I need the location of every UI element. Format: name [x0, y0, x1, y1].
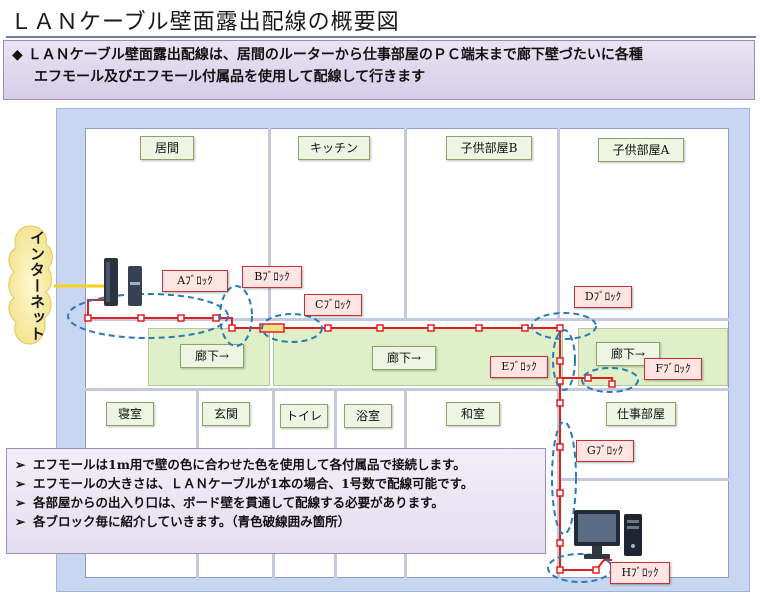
- wall-workroom-inner: [560, 478, 729, 481]
- note-item: ➢ 各ブロック毎に紹介していきます。（青色破線囲み箇所）: [15, 512, 537, 531]
- note-bullet: ➢: [15, 457, 26, 472]
- note-text: 各部屋からの出入り口は、ボード壁を貫通して配線する必要があります。: [33, 495, 444, 510]
- note-item: ➢ 各部屋からの出入り口は、ボード壁を貫通して配線する必要があります。: [15, 493, 537, 512]
- cloud-icon: [8, 225, 53, 345]
- note-text: エフモールは1m用で壁の色に合わせた色を使用して各付属品で接続します。: [33, 457, 466, 472]
- room-workroom-label: 仕事部屋: [606, 402, 676, 426]
- title-divider: [6, 36, 756, 38]
- wall-living-kitchen: [268, 128, 271, 320]
- room-entrance-label: 玄関: [202, 402, 250, 426]
- block-h-label: Hﾌﾞﾛｯｸ: [610, 562, 670, 584]
- note-item: ➢ エフモールは1m用で壁の色に合わせた色を使用して各付属品で接続します。: [15, 455, 537, 474]
- note-bullet: ➢: [15, 514, 26, 529]
- room-bedroom-label: 寝室: [106, 402, 154, 426]
- lan-cable: [88, 317, 596, 571]
- note-bullet: ➢: [15, 495, 26, 510]
- room-japanese-label: 和室: [446, 402, 500, 426]
- page-title: ＬＡＮケーブル壁面露出配線の概要図: [10, 10, 400, 35]
- room-living-label: 居間: [140, 136, 194, 160]
- notes-box: ➢ エフモールは1m用で壁の色に合わせた色を使用して各付属品で接続します。 ➢ エフ…: [6, 448, 546, 554]
- monitor-icon: [574, 510, 620, 559]
- wall-japanese-workroom: [557, 391, 560, 578]
- router-icon: [104, 258, 142, 306]
- block-dashed-outlines: [67, 285, 639, 583]
- wall-upper-corridor: [85, 318, 729, 321]
- wall-lower-corridor: [85, 388, 729, 391]
- note-text: 各ブロック毎に紹介していきます。（青色破線囲み箇所）: [33, 514, 351, 529]
- room-kitchen-label: キッチン: [298, 136, 370, 160]
- room-childa-label: 子供部屋A: [598, 138, 684, 162]
- cable-joints: [84, 314, 616, 574]
- room-toilet-label: トイレ: [280, 404, 328, 428]
- note-bullet: ➢: [15, 476, 26, 491]
- block-a-label: Aﾌﾞﾛｯｸ: [162, 270, 228, 292]
- block-e-label: Eﾌﾞﾛｯｸ: [490, 356, 548, 378]
- block-c-label: Cﾌﾞﾛｯｸ: [304, 294, 362, 316]
- corridor-left-label: 廊下→: [180, 344, 244, 368]
- pc-tower-icon: [624, 514, 642, 556]
- intro-text-1: ＬＡＮケーブル壁面露出配線は、居間のルーターから仕事部屋のＰＣ端末まで廊下壁づた…: [27, 47, 643, 63]
- intro-line-2: エフモール及びエフモール付属品を使用して配線して行きます: [34, 69, 426, 85]
- note-text: エフモールの大きさは、ＬＡＮケーブルが1本の場合、1号数で配線可能です。: [33, 476, 474, 491]
- internet-label: インターネット: [28, 230, 46, 342]
- corridor-center-label: 廊下→: [372, 346, 436, 370]
- room-bath-label: 浴室: [344, 404, 392, 428]
- note-item: ➢ エフモールの大きさは、ＬＡＮケーブルが1本の場合、1号数で配線可能です。: [15, 474, 537, 493]
- block-g-label: Gﾌﾞﾛｯｸ: [576, 440, 634, 462]
- wall-kitchen-childb: [404, 128, 407, 320]
- wall-childb-childa: [557, 128, 560, 320]
- block-d-label: Dﾌﾞﾛｯｸ: [574, 286, 632, 308]
- corridor-right-label: 廊下→: [596, 342, 660, 366]
- intro-box: ◆ ＬＡＮケーブル壁面露出配線は、居間のルーターから仕事部屋のＰＣ端末まで廊下壁…: [3, 40, 755, 100]
- joint-accessory: [259, 323, 285, 333]
- intro-line-1: ◆ ＬＡＮケーブル壁面露出配線は、居間のルーターから仕事部屋のＰＣ端末まで廊下壁…: [12, 44, 746, 66]
- block-b-label: Bﾌﾞﾛｯｸ: [242, 266, 302, 288]
- lan-cable-router: [87, 299, 106, 318]
- room-childb-label: 子供部屋B: [446, 136, 532, 160]
- block-f-label: Fﾌﾞﾛｯｸ: [644, 358, 702, 380]
- intro-bullet: ◆: [12, 47, 23, 63]
